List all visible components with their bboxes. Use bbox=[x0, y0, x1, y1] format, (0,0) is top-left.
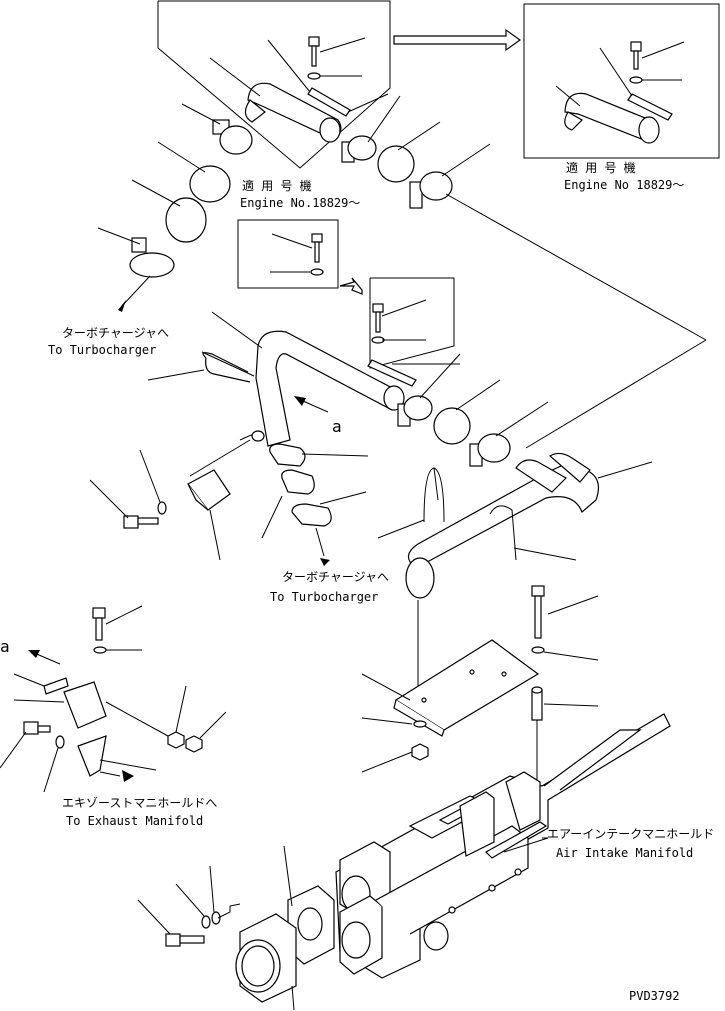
pipe-main-right bbox=[377, 452, 653, 692]
to-turbo-jp-label-2: ターボチャージャへ bbox=[282, 570, 389, 584]
ref-a-label-2: a bbox=[0, 637, 10, 656]
to-exhaust-en-label: To Exhaust Manifold bbox=[66, 814, 203, 828]
to-turbo-en-label-2: To Turbocharger bbox=[270, 590, 378, 604]
washer-nut-under-plate bbox=[361, 717, 429, 773]
bracket-parts-lower-left bbox=[0, 605, 227, 793]
turbo-connection-parts bbox=[261, 443, 369, 566]
engine-no-label-1: Engine No.18829～ bbox=[240, 196, 360, 210]
hose-clamps-top-center bbox=[341, 95, 491, 209]
pipe-elbow-top-left bbox=[244, 82, 342, 143]
ref-a-label-1: a bbox=[332, 417, 342, 436]
hose-clamps-top-left bbox=[97, 103, 253, 312]
to-exhaust-jp-label: エキゾーストマニホールドへ bbox=[62, 796, 217, 810]
callout-frame-top-left bbox=[157, 0, 391, 169]
applicable-model-label-2: 適 用 号 機 bbox=[566, 160, 636, 175]
leader-lines-top-left bbox=[209, 37, 389, 113]
applicable-model-label-1: 適 用 号 機 bbox=[242, 178, 312, 193]
drawing-code-label: PVD3792 bbox=[629, 989, 680, 1003]
long-leader-lines bbox=[445, 193, 707, 449]
to-turbo-en-label-1: To Turbocharger bbox=[48, 343, 156, 357]
callout-frame-middle-right bbox=[367, 277, 460, 387]
bolt-plate-right bbox=[361, 585, 599, 790]
inset-box-middle bbox=[237, 219, 363, 295]
bolt-top-left bbox=[307, 36, 351, 117]
arrow-a-pointer bbox=[294, 396, 329, 413]
pipe-bent-middle bbox=[147, 311, 405, 447]
inset-box-top-right bbox=[523, 3, 720, 159]
gasket-connector bbox=[235, 845, 335, 1011]
engine-no-label-2: Engine No 18829～ bbox=[564, 178, 684, 192]
to-turbo-jp-label-1: ターボチャージャへ bbox=[62, 326, 169, 340]
air-intake-manifold bbox=[335, 713, 671, 979]
hose-clamps-middle-right bbox=[397, 353, 549, 467]
bolts-bottom-left bbox=[137, 865, 241, 947]
bracket-bolt-left-middle bbox=[89, 430, 265, 561]
air-intake-jp-label: エアーインテークマニホールド bbox=[547, 827, 714, 841]
arrow-a-lower bbox=[28, 650, 61, 665]
arrow-to-inset bbox=[393, 28, 522, 52]
air-intake-en-label: Air Intake Manifold bbox=[556, 846, 693, 860]
